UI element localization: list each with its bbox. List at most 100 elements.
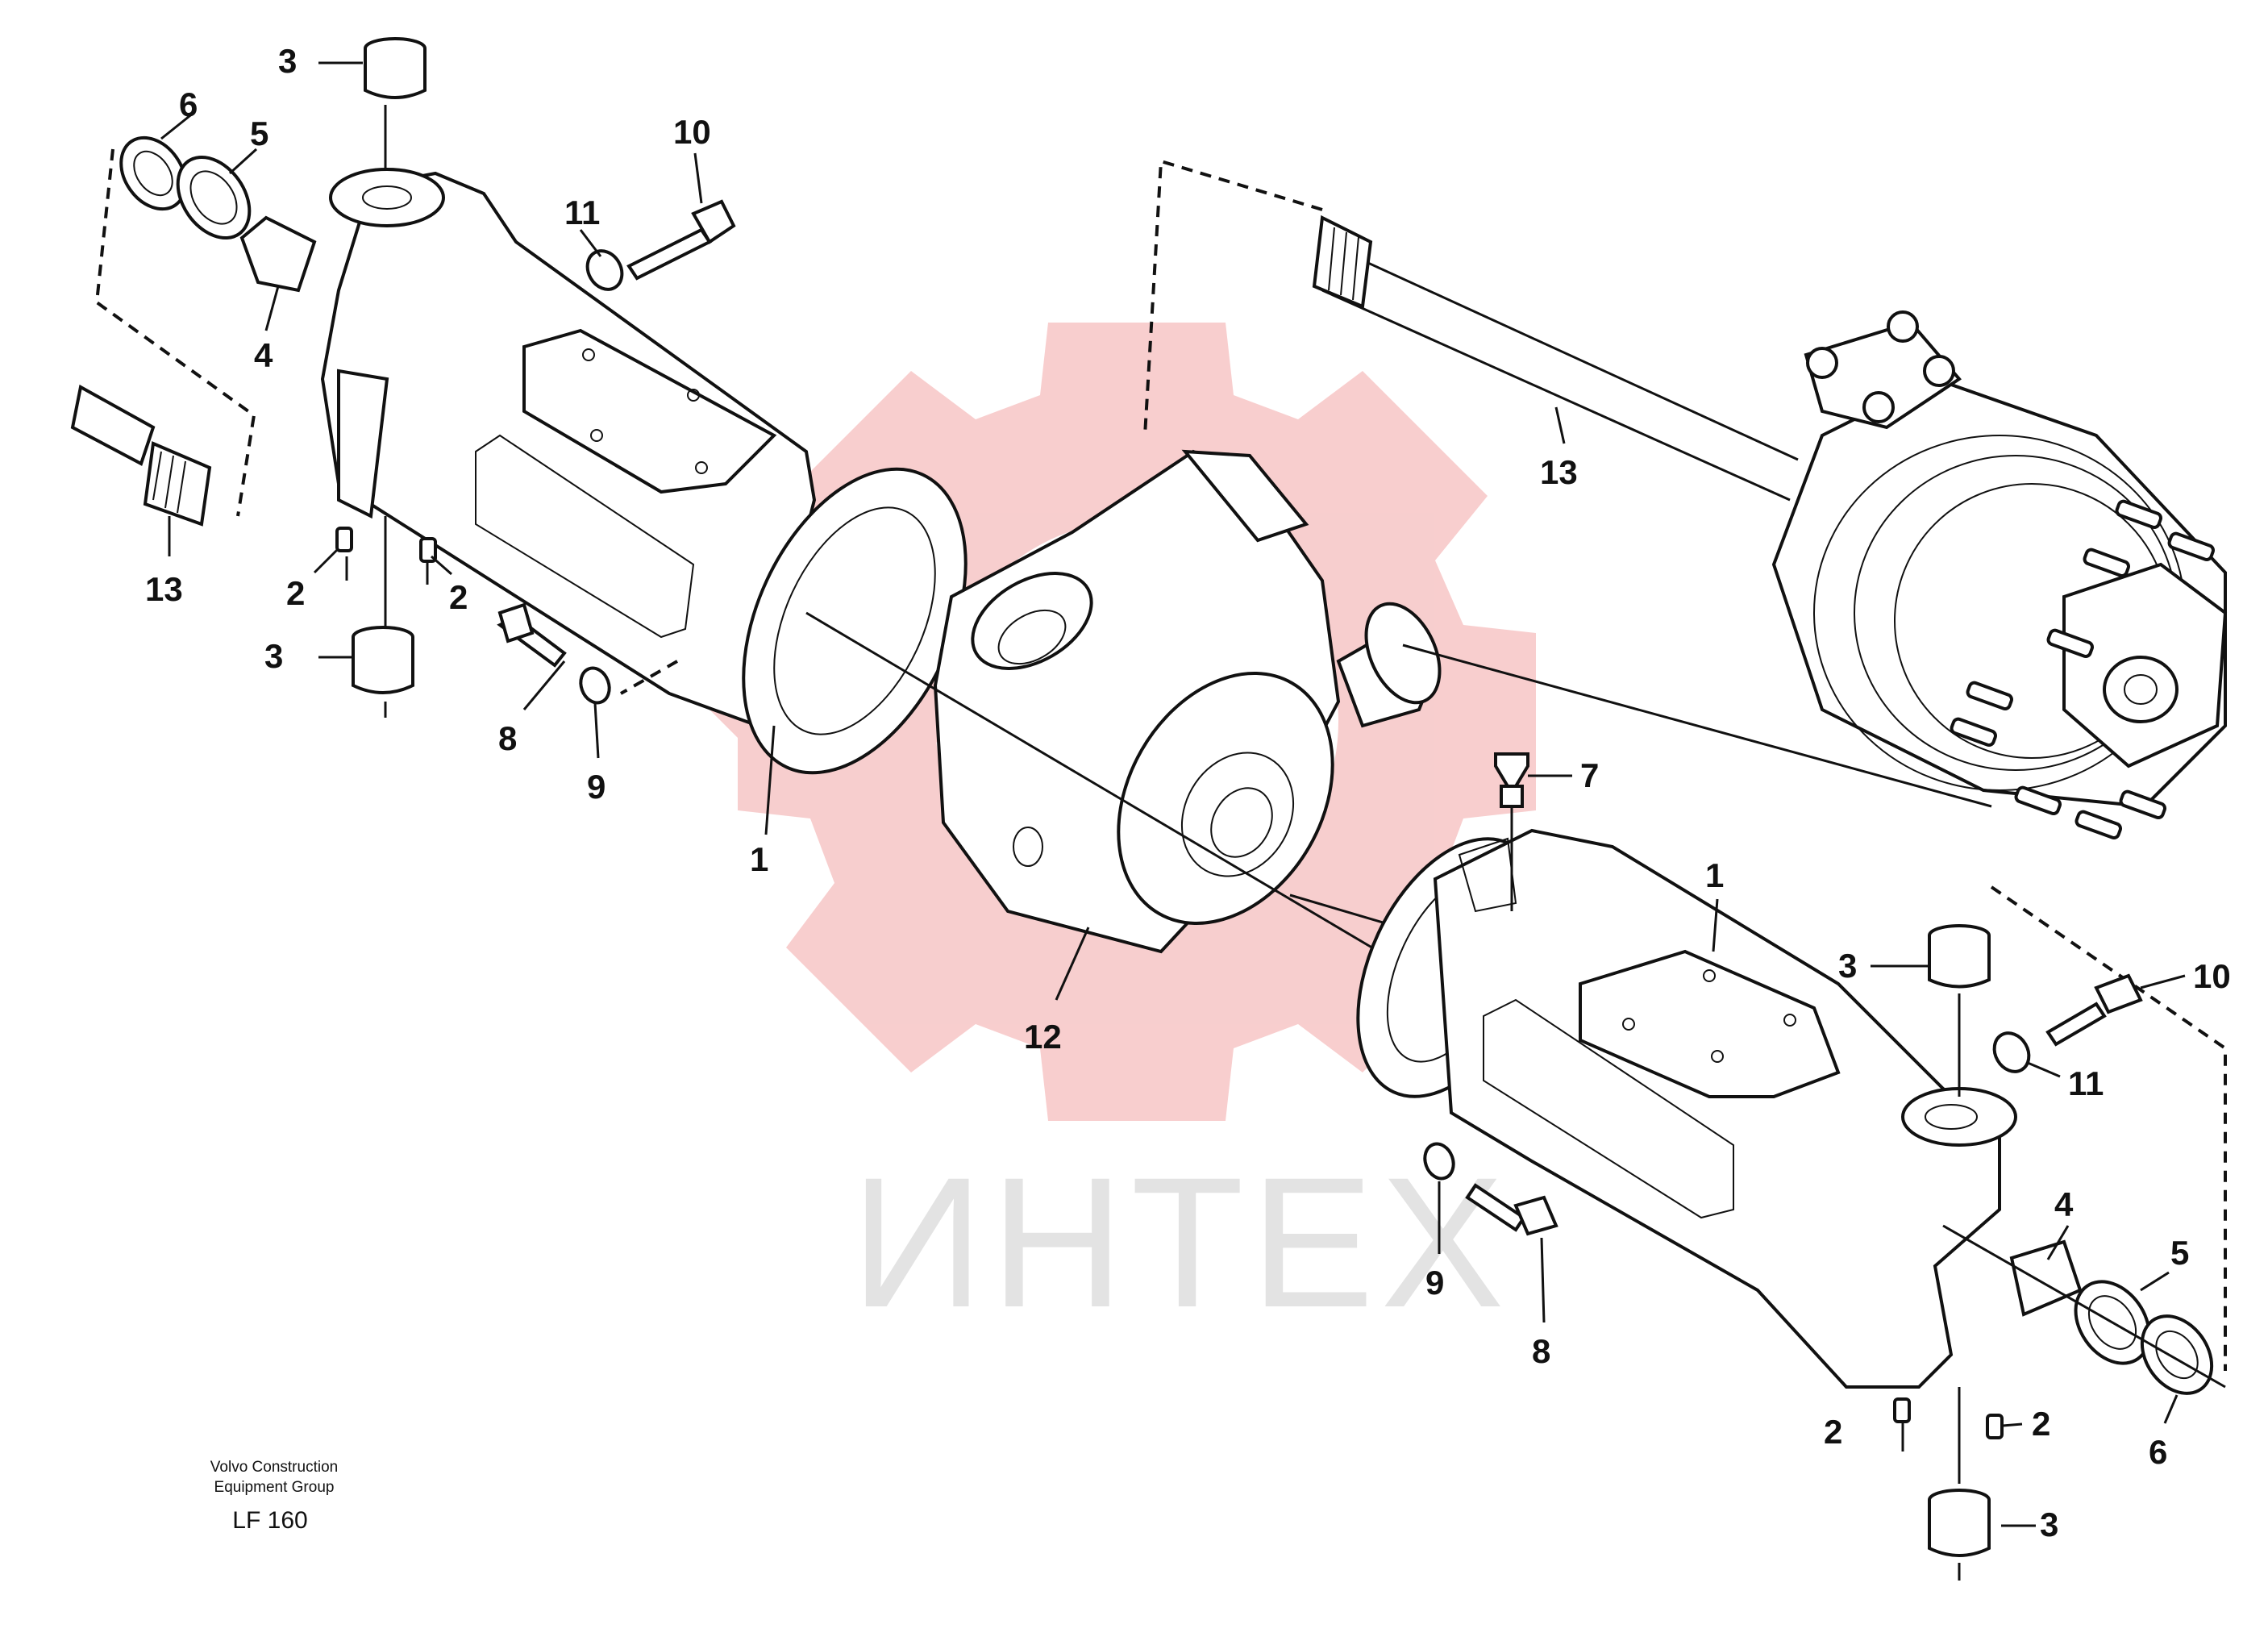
right-dashed-group [1143, 159, 1323, 436]
callout-part-4: 4 [254, 336, 273, 374]
callout-part-4: 4 [2054, 1185, 2074, 1223]
left-housing-cover-plate [522, 328, 777, 494]
left-small-parts [119, 37, 736, 718]
hub-top-bolt [1806, 347, 1838, 379]
watermark-text: ИНТЕХ [851, 1139, 1511, 1346]
left-cover-bolt [582, 348, 595, 361]
right-cover-bolt [1703, 969, 1716, 982]
footer-model-code: LF 160 [232, 1507, 307, 1534]
right-shaft-splines [1312, 214, 1373, 309]
left-washer [579, 666, 611, 705]
leader-line [593, 702, 600, 759]
left-bolt-head [691, 199, 736, 244]
diff-bearing-seat [1180, 752, 1295, 877]
leader-line [522, 660, 566, 710]
left-bottom-bushing-body [352, 637, 414, 694]
right-dowel-pin [1893, 1397, 1911, 1423]
left-housing-window [475, 434, 695, 639]
leader-line [2002, 1422, 2023, 1427]
callout-part-10: 10 [673, 113, 711, 151]
hub-top-bolt [1887, 310, 1919, 343]
right-bolt-head [2094, 973, 2143, 1014]
callout-part-6: 6 [2149, 1433, 2167, 1471]
leader-line [2027, 1061, 2061, 1078]
right-sleeve [2009, 1239, 2083, 1317]
right-housing-cover-plate [1579, 949, 1841, 1098]
leader-lines [160, 61, 2186, 1527]
leader-line [2140, 974, 2186, 989]
diff-carrier-bore [997, 609, 1067, 665]
wheel-stud [1966, 681, 2013, 711]
left-drive-shaft [70, 384, 212, 527]
left-seal-inner [133, 150, 173, 197]
left-lower-bolt-head [497, 602, 535, 643]
callout-part-8: 8 [1532, 1332, 1550, 1370]
wheel-stud [2046, 628, 2094, 659]
callout-part-7: 7 [1580, 756, 1599, 794]
footer-company-line-1: Volvo Construction [210, 1459, 338, 1476]
diff-top-ear [1181, 449, 1309, 543]
leader-line [2140, 1271, 2170, 1292]
right-lower-bolt-head [1513, 1195, 1558, 1236]
callout-part-6: 6 [179, 85, 198, 123]
right-small-parts [1423, 752, 2226, 1581]
callout-part-9: 9 [1425, 1264, 1444, 1302]
leader-line [228, 148, 258, 175]
left-bearing-outer [176, 155, 252, 240]
callout-part-3: 3 [1838, 947, 1857, 985]
callout-part-10: 10 [2193, 957, 2231, 995]
left-kingpin-bore [362, 185, 412, 210]
right-seal-inner [2155, 1330, 2199, 1380]
right-nut [1992, 1031, 2031, 1073]
left-bolt-shank [626, 227, 712, 281]
right-bearing-inner [2087, 1295, 2137, 1350]
callout-part-3: 3 [264, 637, 283, 675]
left-kingpin-boss [329, 168, 445, 227]
callout-part-8: 8 [498, 719, 517, 757]
right-top-bushing-body [1928, 935, 1991, 989]
left-spline-tooth [152, 451, 162, 501]
footer-block: Volvo Construction Equipment Group LF 16… [210, 1459, 338, 1534]
left-steering-arm [337, 369, 389, 519]
right-cover-bolt [1711, 1050, 1724, 1063]
callout-part-2: 2 [1824, 1413, 1842, 1451]
leader-line [1554, 406, 1566, 444]
right-kingpin-axis [1942, 1224, 2226, 1389]
hub-top-bolt [1923, 355, 1955, 387]
right-axle-housing [1356, 828, 2017, 1389]
left-bearing-inner [189, 170, 238, 225]
left-flange-bore [773, 506, 936, 735]
left-shaft-body [70, 384, 156, 466]
wheel-stud [2167, 531, 2215, 562]
breather-plug-thread [1500, 785, 1524, 808]
right-dowel-pin [1986, 1414, 2004, 1439]
hub-cap-hole [2124, 674, 2158, 705]
callout-part-11: 11 [564, 194, 600, 231]
right-shaft-upper-line [1321, 240, 1799, 461]
callout-part-13: 13 [1540, 453, 1578, 491]
left-spline-tooth [164, 455, 174, 509]
right-cover-bolt [1622, 1018, 1635, 1031]
callout-part-2: 2 [2032, 1405, 2050, 1443]
callout-part-3: 3 [278, 42, 297, 80]
leader-line [2046, 1225, 2070, 1260]
leader-line [2163, 1394, 2179, 1424]
wheel-stud [2083, 548, 2130, 578]
callout-part-2: 2 [449, 578, 468, 616]
left-cover-bolt [687, 389, 700, 402]
left-cover-bolt [590, 429, 603, 442]
assembly-center-axis [805, 611, 1380, 953]
callout-part-1: 1 [750, 840, 768, 878]
right-housing-beam [1433, 828, 2001, 1389]
diff-carrier-boss [971, 572, 1093, 670]
callout-part-2: 2 [286, 574, 305, 612]
callout-part-3: 3 [2040, 1506, 2058, 1543]
left-sleeve [239, 215, 317, 293]
left-cover-bolt [695, 461, 708, 474]
right-housing-window [1483, 998, 1734, 1219]
left-dashed-link [620, 660, 678, 695]
hub-to-right-housing-line [1402, 643, 1992, 808]
leader-line [1712, 898, 1719, 952]
differential-housing [933, 449, 1442, 954]
right-breather-pad [1458, 837, 1517, 913]
